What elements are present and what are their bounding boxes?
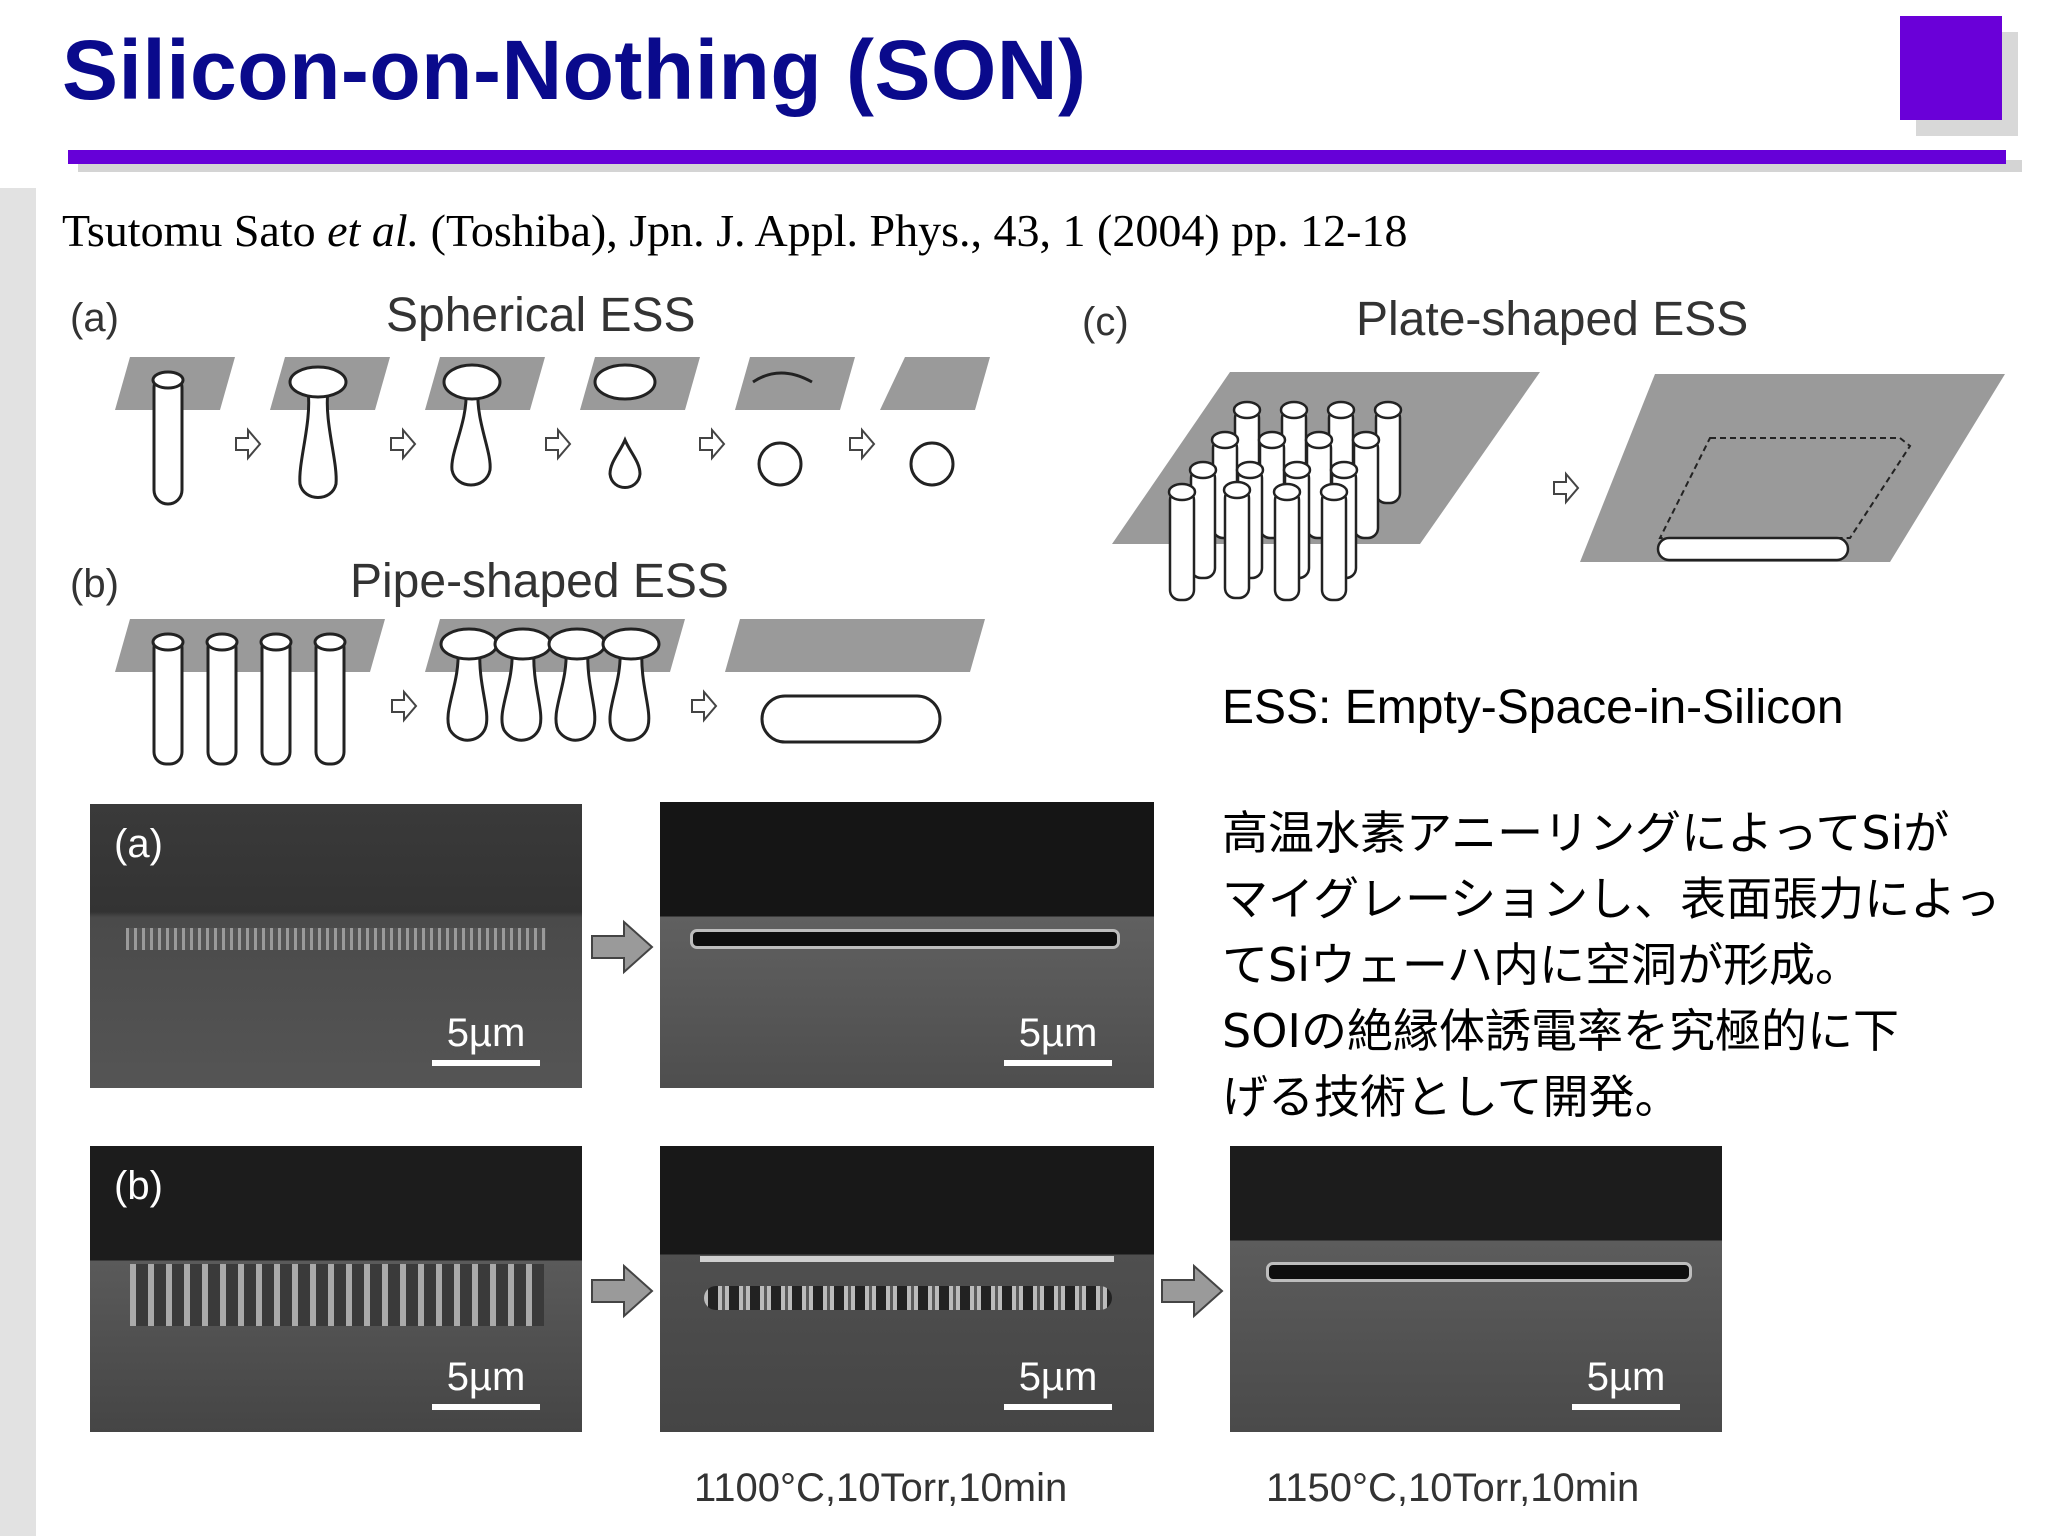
pipe-shaped-ess-diagram	[115, 619, 985, 766]
description-line: マイグレーションし、表面張力によっ	[1222, 872, 2001, 926]
spherical-ess-diagram	[115, 357, 990, 506]
arrow-icon	[1553, 471, 1580, 505]
sem-image-a1: (a) 5µm	[90, 804, 582, 1088]
scale-bar-label: 5µm	[1018, 1011, 1098, 1055]
scale-bar: 5µm	[432, 1011, 540, 1066]
sem-label-a: (a)	[114, 822, 163, 866]
wafer-plane	[725, 619, 985, 672]
citation: Tsutomu Sato et al. (Toshiba), Jpn. J. A…	[62, 204, 1407, 257]
diagram-a-label: (a)	[70, 296, 119, 340]
condition-label: 1150°C,10Torr,10min	[1266, 1466, 1640, 1510]
citation-source: (Toshiba), Jpn. J. Appl. Phys., 43, 1 (2…	[419, 205, 1408, 256]
arrow-icon	[545, 427, 572, 461]
sem-image-b2: 5µm	[660, 1146, 1154, 1432]
diagram-c-label: (c)	[1082, 300, 1129, 344]
diagram-c-title: Plate-shaped ESS	[1356, 293, 1749, 346]
sem-image-b3: 5µm	[1230, 1146, 1722, 1432]
arrow-icon	[1161, 1263, 1224, 1319]
arrow-icon	[849, 427, 876, 461]
scale-bar: 5µm	[432, 1355, 540, 1410]
scale-bar: 5µm	[1004, 1011, 1112, 1066]
condition-label: 1100°C,10Torr,10min	[694, 1466, 1068, 1510]
diagram-b-label: (b)	[70, 562, 119, 606]
arrow-icon	[699, 427, 726, 461]
description-text: 高温水素アニーリングによってSiが マイグレーションし、表面張力によっ てSiウ…	[1222, 800, 2022, 1130]
scale-bar: 5µm	[1004, 1355, 1112, 1410]
sem-image-a2: 5µm	[660, 802, 1154, 1088]
arrow-icon	[591, 919, 654, 975]
arrow-icon	[691, 689, 718, 723]
description-line: 高温水素アニーリングによってSiが	[1222, 806, 1950, 860]
sem-image-b1: (b) 5µm	[90, 1146, 582, 1432]
description-line: SOIの絶縁体誘電率を究極的に下	[1222, 1004, 1899, 1058]
wafer-plane	[735, 357, 855, 410]
title-rule	[68, 150, 2006, 164]
scale-bar-label: 5µm	[1018, 1355, 1098, 1399]
diagram-a-title: Spherical ESS	[386, 289, 696, 342]
arrow-icon	[235, 427, 262, 461]
wafer-plane	[880, 357, 990, 410]
ess-definition: ESS: Empty-Space-in-Silicon	[1222, 681, 1844, 734]
description-line: てSiウェーハ内に空洞が形成。	[1222, 938, 1862, 992]
wafer-plane	[1580, 374, 2005, 562]
sem-label-b: (b)	[114, 1164, 163, 1208]
scale-bar-label: 5µm	[1586, 1355, 1666, 1399]
citation-etal: et al.	[327, 205, 420, 256]
description-line: げる技術として開発。	[1222, 1070, 1681, 1124]
logo-square	[1900, 16, 2002, 120]
arrow-icon	[390, 427, 417, 461]
scale-bar-label: 5µm	[446, 1355, 526, 1399]
diagram-b-title: Pipe-shaped ESS	[350, 555, 729, 608]
citation-authors: Tsutomu Sato	[62, 205, 316, 256]
scale-bar-label: 5µm	[446, 1011, 526, 1055]
plate-shaped-ess-diagram	[1112, 372, 2005, 602]
arrow-icon	[391, 689, 418, 723]
left-margin-bar	[0, 188, 36, 1536]
slide-title: Silicon-on-Nothing (SON)	[62, 23, 1087, 117]
arrow-icon	[591, 1263, 654, 1319]
scale-bar: 5µm	[1572, 1355, 1680, 1410]
